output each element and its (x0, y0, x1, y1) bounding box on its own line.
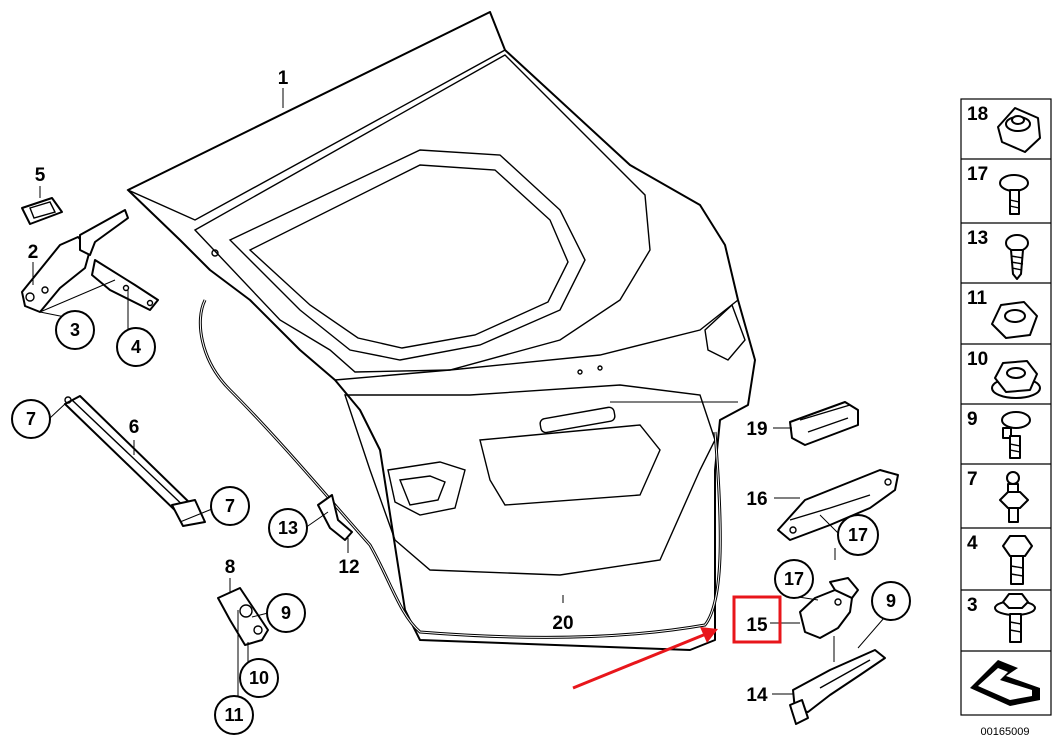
lock-part (777, 469, 899, 541)
grommet-part (21, 197, 63, 225)
legend-label-1: 17 (967, 164, 988, 185)
callout-11: 11 (214, 695, 254, 735)
callout-17b: 17 (774, 559, 814, 599)
svg-text:15: 15 (746, 615, 768, 636)
svg-text:7: 7 (225, 496, 235, 516)
tailgate-assembly (126, 11, 756, 651)
ball-stud-icon (999, 471, 1029, 523)
svg-text:17: 17 (784, 569, 804, 589)
svg-text:13: 13 (278, 518, 298, 538)
handle-switch-part (789, 401, 859, 446)
callout-10: 10 (239, 658, 279, 698)
legend-label-5: 9 (967, 409, 978, 430)
legend-label-4: 10 (967, 349, 988, 370)
label-1: 1 (278, 68, 289, 89)
leader-lines (32, 88, 885, 698)
cable-clip-part (317, 494, 353, 541)
torx-bolt-icon (1001, 411, 1031, 459)
label-12: 12 (338, 557, 359, 578)
callout-3: 3 (55, 310, 95, 350)
callout-17a: 17 (837, 514, 879, 556)
label-20: 20 (552, 613, 573, 634)
svg-text:11: 11 (224, 705, 243, 725)
fastener-legend: 18 17 13 11 10 9 7 4 3 (960, 98, 1052, 716)
legend-label-0: 18 (967, 104, 988, 125)
svg-text:9: 9 (886, 591, 896, 611)
svg-text:4: 4 (131, 337, 141, 357)
svg-text:7: 7 (26, 409, 36, 429)
collar-nut-icon (991, 360, 1041, 399)
callout-7b: 7 (210, 486, 250, 526)
callout-9a: 9 (266, 593, 306, 633)
flange-bolt-icon (994, 593, 1036, 643)
label-5: 5 (35, 165, 46, 186)
svg-text:10: 10 (249, 668, 269, 688)
legend-label-2: 13 (967, 228, 988, 249)
label-8: 8 (225, 557, 236, 578)
hinge-part (21, 209, 159, 313)
highlight-arrow (572, 627, 718, 690)
callout-9b: 9 (871, 581, 911, 621)
latch-part (799, 577, 859, 639)
legend-label-3: 11 (967, 288, 988, 309)
callout-4: 4 (116, 327, 156, 367)
label-2: 2 (28, 242, 39, 263)
trim-clip-icon (997, 107, 1041, 153)
self-tapping-screw-icon (1005, 234, 1029, 280)
legend-label-6: 7 (967, 469, 978, 490)
label-6: 6 (129, 417, 140, 438)
gas-strut-part (64, 395, 206, 527)
repair-kit-icon (970, 660, 1040, 706)
diagram-code: 00165009 (981, 726, 1030, 738)
striker-bracket-part (217, 587, 269, 646)
callout-13: 13 (268, 508, 308, 548)
hex-nut-icon (991, 301, 1038, 339)
label-19: 19 (746, 419, 767, 440)
trim-screw-icon (999, 174, 1029, 215)
latch-actuator-part (789, 649, 886, 725)
legend-label-8: 3 (967, 595, 978, 616)
legend-label-7: 4 (967, 533, 978, 554)
label-16: 16 (746, 489, 767, 510)
svg-text:9: 9 (281, 603, 291, 623)
callouts: 1 5 2 6 8 12 20 19 16 14 3 4 7 7 13 (11, 68, 911, 735)
hex-bolt-icon (1002, 535, 1033, 585)
label-14: 14 (746, 685, 768, 706)
svg-text:3: 3 (70, 320, 80, 340)
callout-7a: 7 (11, 399, 51, 439)
svg-text:17: 17 (848, 525, 868, 545)
highlight-15: 15 (732, 595, 782, 644)
